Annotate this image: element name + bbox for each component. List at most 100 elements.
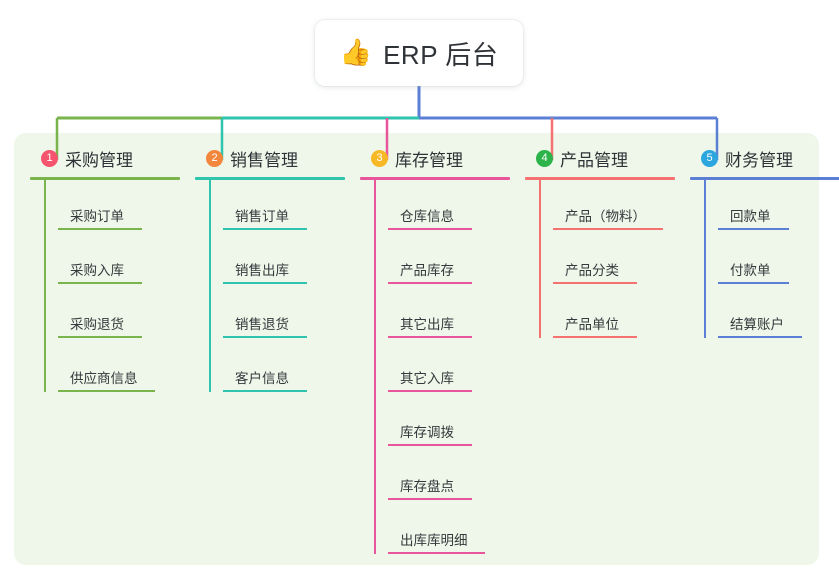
leaf-underline xyxy=(223,336,307,338)
leaf-label: 产品分类 xyxy=(565,263,619,278)
leaf-underline xyxy=(553,228,663,230)
leaf-item[interactable]: 产品库存 xyxy=(374,234,510,288)
leaf-label: 采购订单 xyxy=(70,209,124,224)
leaf-underline xyxy=(718,336,802,338)
leaf-item[interactable]: 供应商信息 xyxy=(44,342,180,396)
leaf-item[interactable]: 结算账户 xyxy=(704,288,839,342)
leaf-item[interactable]: 采购入库 xyxy=(44,234,180,288)
branch-header-4[interactable]: 4 产品管理 xyxy=(525,145,675,171)
leaf-underline xyxy=(223,390,307,392)
branch-3[interactable]: 3 库存管理仓库信息产品库存其它出库其它入库库存调拨库存盘点出库库明细 xyxy=(360,145,510,558)
leaf-underline xyxy=(58,390,155,392)
leaf-label: 其它入库 xyxy=(400,371,454,386)
leaf-item[interactable]: 采购退货 xyxy=(44,288,180,342)
leaf-item[interactable]: 回款单 xyxy=(704,180,839,234)
leaf-item[interactable]: 销售订单 xyxy=(209,180,345,234)
branch-header-3[interactable]: 3 库存管理 xyxy=(360,145,510,171)
root-node-content: 👍 ERP 后台 xyxy=(340,35,499,72)
leaf-label: 产品库存 xyxy=(400,263,454,278)
branch-header-1[interactable]: 1 采购管理 xyxy=(30,145,180,171)
leaf-label: 其它出库 xyxy=(400,317,454,332)
leaf-underline xyxy=(388,336,472,338)
leaf-label: 结算账户 xyxy=(730,317,784,332)
branch-children-3: 仓库信息产品库存其它出库其它入库库存调拨库存盘点出库库明细 xyxy=(360,180,510,558)
leaf-underline xyxy=(223,282,307,284)
leaf-label: 付款单 xyxy=(730,263,771,278)
leaf-underline xyxy=(553,336,637,338)
branch-badge-4: 4 xyxy=(536,149,553,167)
leaf-underline xyxy=(58,336,142,338)
branch-title-4: 产品管理 xyxy=(560,150,628,170)
branch-title-2: 销售管理 xyxy=(230,150,298,170)
branch-4[interactable]: 4 产品管理产品（物料） 产品分类产品单位 xyxy=(525,145,675,342)
leaf-underline xyxy=(388,444,472,446)
leaf-item[interactable]: 客户信息 xyxy=(209,342,345,396)
leaf-label: 销售订单 xyxy=(235,209,289,224)
leaf-label: 库存盘点 xyxy=(400,479,454,494)
branch-spine-3 xyxy=(374,180,376,554)
leaf-underline xyxy=(388,282,472,284)
leaf-label: 销售出库 xyxy=(235,263,289,278)
leaf-label: 采购退货 xyxy=(70,317,124,332)
branch-children-2: 销售订单销售出库销售退货客户信息 xyxy=(195,180,345,396)
branch-5[interactable]: 5 财务管理回款单付款单结算账户 xyxy=(690,145,839,342)
leaf-item[interactable]: 付款单 xyxy=(704,234,839,288)
leaf-label: 回款单 xyxy=(730,209,771,224)
branch-underline-5 xyxy=(690,177,839,180)
branch-title-3: 库存管理 xyxy=(395,150,463,170)
leaf-label: 供应商信息 xyxy=(70,371,138,386)
branch-badge-1: 1 xyxy=(41,149,58,167)
root-node[interactable]: 👍 ERP 后台 xyxy=(315,20,523,86)
branch-badge-5: 5 xyxy=(701,149,718,167)
branch-spine-4 xyxy=(539,180,541,338)
branch-badge-2: 2 xyxy=(206,149,223,167)
branch-children-4: 产品（物料） 产品分类产品单位 xyxy=(525,180,675,342)
leaf-label: 产品单位 xyxy=(565,317,619,332)
leaf-label: 仓库信息 xyxy=(400,209,454,224)
leaf-label: 销售退货 xyxy=(235,317,289,332)
branch-1[interactable]: 1 采购管理采购订单采购入库采购退货供应商信息 xyxy=(30,145,180,396)
leaf-label: 客户信息 xyxy=(235,371,289,386)
branch-header-2[interactable]: 2 销售管理 xyxy=(195,145,345,171)
leaf-item[interactable]: 销售出库 xyxy=(209,234,345,288)
leaf-label: 出库库明细 xyxy=(400,533,468,548)
leaf-underline xyxy=(58,282,142,284)
branch-spine-5 xyxy=(704,180,706,338)
root-node-title: ERP 后台 xyxy=(383,39,499,70)
branch-underline-4 xyxy=(525,177,675,180)
branch-underline-3 xyxy=(360,177,510,180)
leaf-underline xyxy=(58,228,142,230)
leaf-item[interactable]: 产品单位 xyxy=(539,288,675,342)
leaf-item[interactable]: 其它入库 xyxy=(374,342,510,396)
leaf-underline xyxy=(388,228,472,230)
branch-2[interactable]: 2 销售管理销售订单销售出库销售退货客户信息 xyxy=(195,145,345,396)
branch-header-5[interactable]: 5 财务管理 xyxy=(690,145,839,171)
branch-badge-3: 3 xyxy=(371,149,388,167)
leaf-underline xyxy=(388,552,485,554)
branch-title-5: 财务管理 xyxy=(725,150,793,170)
leaf-item[interactable]: 出库库明细 xyxy=(374,504,510,558)
leaf-label: 产品（物料） xyxy=(565,209,646,224)
branch-underline-1 xyxy=(30,177,180,180)
branch-children-5: 回款单付款单结算账户 xyxy=(690,180,839,342)
leaf-underline xyxy=(718,228,789,230)
leaf-underline xyxy=(223,228,307,230)
branch-spine-1 xyxy=(44,180,46,392)
leaf-item[interactable]: 库存盘点 xyxy=(374,450,510,504)
leaf-item[interactable]: 采购订单 xyxy=(44,180,180,234)
branches-panel xyxy=(14,133,819,565)
leaf-item[interactable]: 仓库信息 xyxy=(374,180,510,234)
branch-spine-2 xyxy=(209,180,211,392)
leaf-item[interactable]: 其它出库 xyxy=(374,288,510,342)
leaf-item[interactable]: 产品（物料） xyxy=(539,180,675,234)
leaf-item[interactable]: 产品分类 xyxy=(539,234,675,288)
leaf-item[interactable]: 库存调拨 xyxy=(374,396,510,450)
leaf-item[interactable]: 销售退货 xyxy=(209,288,345,342)
branch-title-1: 采购管理 xyxy=(65,150,133,170)
leaf-underline xyxy=(388,498,472,500)
leaf-underline xyxy=(388,390,472,392)
leaf-underline xyxy=(553,282,637,284)
branch-underline-2 xyxy=(195,177,345,180)
thumbs-up-icon: 👍 xyxy=(339,38,373,68)
